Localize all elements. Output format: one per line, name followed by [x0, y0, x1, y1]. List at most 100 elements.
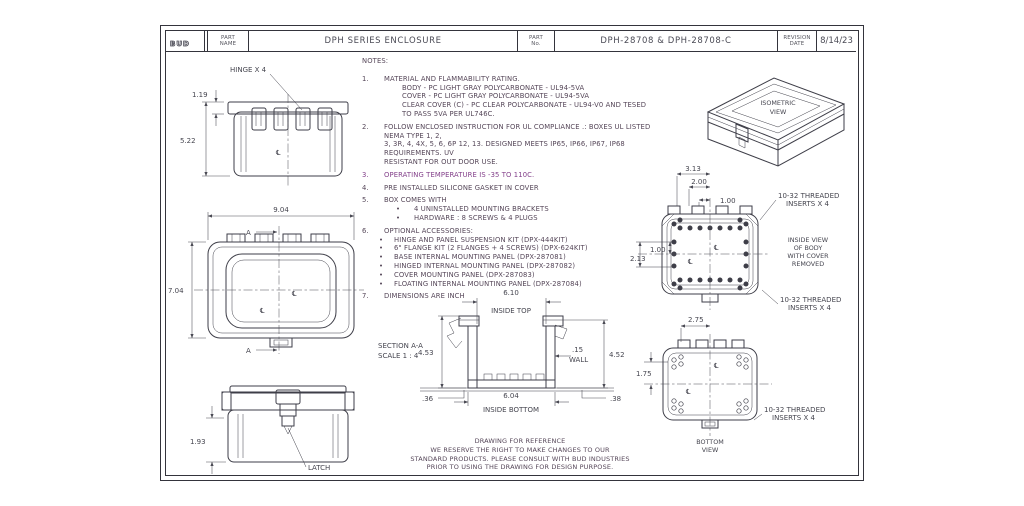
sheet-border-inner: [165, 30, 859, 476]
note-line: 4.PRE INSTALLED SILICONE GASKET IN COVER: [362, 183, 539, 192]
insert-callout-top-1: 10-32 THREADED: [778, 192, 839, 200]
insert-callout-top-2: INSERTS X 4: [786, 200, 829, 208]
dim-cover-height: 1.19: [192, 91, 208, 99]
hinge-tabs: [677, 339, 745, 349]
hinge-ear: [554, 324, 568, 340]
note-bullet: •HINGED INTERNAL MOUNTING PANEL (DPX-287…: [379, 261, 576, 270]
front-view: ℄ 5.22 1.19 HINGE X 4: [180, 66, 349, 186]
dim-a: 3.13: [685, 165, 701, 173]
bottom-view: ℄ ℄ 2.75 1.75 10-32 THREADED INSERTS X 4…: [636, 316, 825, 454]
note-bullet: •HARDWARE : 8 SCREWS & 4 PLUGS: [396, 213, 538, 222]
dim-e: 1.00: [650, 246, 666, 254]
title-divider: [205, 31, 208, 51]
note-bullet: •BASE INTERNAL MOUNTING PANEL (DPX-28708…: [379, 253, 566, 262]
note-line: 6.OPTIONAL ACCESSORIES:: [362, 226, 474, 235]
section-letter-top: A: [246, 229, 251, 237]
dim-base-left: .36: [422, 395, 434, 403]
hinge-tabs: [226, 233, 330, 243]
latch: [275, 389, 301, 435]
section-scale: SCALE 1 : 4: [378, 352, 419, 360]
centerline-symbol: ℄: [276, 149, 281, 157]
dim-d: 2.13: [630, 255, 646, 263]
bottom-caption-1: BOTTOM: [696, 438, 724, 446]
sheet-border-outer: [160, 25, 864, 481]
dim-inside-top: 6.10: [503, 289, 519, 297]
inside-caption-4: REMOVED: [792, 260, 824, 268]
note-line: BODY - PC LIGHT GRAY POLYCARBONATE - UL9…: [402, 83, 585, 92]
latch-hook: [446, 317, 463, 349]
side-view: 1.93 LATCH: [190, 385, 355, 474]
latch: [735, 123, 749, 149]
inside-caption-3: WITH COVER: [787, 252, 829, 260]
note-line: RESISTANT FOR OUT DOOR USE.: [384, 157, 498, 166]
dim-w: 2.75: [688, 316, 704, 324]
reference-note: DRAWING FOR REFERENCE WE RESERVE THE RIG…: [410, 437, 630, 472]
centerline-symbol: ℄: [686, 388, 691, 396]
section-letter-bottom: A: [246, 347, 251, 355]
dim-latch-height: 1.93: [190, 438, 206, 446]
note-line: CLEAR COVER (C) - PC CLEAR POLYCARBONATE…: [402, 101, 647, 110]
title-block: BUD PART NAME DPH SERIES ENCLOSURE PART …: [166, 31, 856, 52]
dim-base-right: .38: [610, 395, 621, 403]
dim-right-height: 4.52: [609, 351, 625, 359]
hinge-callout: HINGE X 4: [230, 66, 267, 74]
note-line: TO PASS 5VA PER UL746C.: [402, 109, 495, 118]
latch-tab: [269, 337, 293, 348]
dim-left-height: 4.53: [418, 349, 434, 357]
part-no-label: PART No.: [518, 31, 555, 51]
bottom-caption-2: VIEW: [702, 446, 719, 454]
dim-h: 1.75: [636, 370, 652, 378]
note-bullet: •COVER MOUNTING PANEL (DPX-287083): [379, 270, 535, 279]
section-title: SECTION A-A: [378, 342, 423, 350]
dim-width: 9.04: [273, 206, 289, 214]
revision-date-label: REVISION DATE: [778, 31, 817, 51]
note-bullet: •HINGE AND PANEL SUSPENSION KIT (DPX-444…: [379, 235, 568, 244]
centerline-symbol: ℄: [714, 244, 719, 252]
note-bullet: •4 UNINSTALLED MOUNTING BRACKETS: [396, 205, 549, 214]
top-view: 9.04 7.04 A A ℄ ℄: [168, 206, 364, 355]
note-line: 3, 3R, 4, 4X, 5, 6, 6P 12, 13. DESIGNED …: [384, 140, 625, 158]
part-no-value: DPH-28708 & DPH-28708-C: [555, 31, 778, 51]
centerline-symbol: ℄: [292, 290, 297, 298]
latch-callout: LATCH: [308, 464, 330, 472]
note-line: 5.BOX COMES WITH: [362, 196, 447, 205]
insert-callout-bottom-2: INSERTS X 4: [788, 304, 831, 312]
dim-wall: .15: [572, 346, 583, 354]
insert-callout-bottom-1: 10-32 THREADED: [780, 296, 841, 304]
note-line: 1.MATERIAL AND FLAMMABILITY RATING.: [362, 74, 520, 83]
centerline-symbol: ℄: [714, 362, 719, 370]
notes-heading: NOTES:: [362, 57, 389, 65]
bud-logo: BUD: [166, 31, 205, 51]
bud-logo-text: BUD: [170, 40, 190, 48]
dim-depth: 7.04: [168, 287, 184, 295]
note-bullet: •6" FLANGE KIT (2 FLANGES + 4 SCREWS) (D…: [379, 244, 588, 253]
threaded-boss-dots: [671, 217, 749, 291]
inside-view: ℄ ℄ 3.13 2.00 1.00 2.13 1.00 10-32 THREA…: [630, 165, 841, 312]
iso-label-1: ISOMETRIC: [760, 99, 796, 107]
bud-logo-icon: BUD: [170, 39, 190, 48]
note-line: 7.DIMENSIONS ARE INCH: [362, 292, 465, 301]
part-name-value: DPH SERIES ENCLOSURE: [249, 31, 518, 51]
hinge-tabs: [251, 107, 333, 131]
insert-callout-2: INSERTS X 4: [772, 414, 815, 422]
centerline-symbol: ℄: [688, 258, 693, 266]
note-line-highlighted: 3.OPERATING TEMPERATURE IS -35 TO 110C.: [362, 170, 535, 179]
label-inside-top: INSIDE TOP: [491, 307, 531, 315]
note-bullet: •FLOATING INTERNAL MOUNTING PANEL (DPX-2…: [379, 279, 582, 288]
corner-insert-holes: [671, 354, 749, 414]
inside-caption-2: OF BODY: [794, 244, 823, 252]
notes-block: NOTES: 1.MATERIAL AND FLAMMABILITY RATIN…: [362, 57, 658, 301]
iso-label-2: VIEW: [770, 108, 787, 116]
dim-b: 2.00: [691, 178, 707, 186]
centerline-symbol: ℄: [260, 307, 265, 315]
inside-caption-1: INSIDE VIEW: [788, 236, 829, 244]
label-wall: WALL: [569, 356, 588, 364]
dim-c: 1.00: [720, 197, 736, 205]
dim-total-height: 5.22: [180, 137, 196, 145]
section-view: SECTION A-A SCALE 1 : 4 6.10 INSIDE TOP …: [378, 289, 625, 414]
isometric-view: ISOMETRIC VIEW: [706, 77, 846, 167]
note-line: COVER - PC LIGHT GRAY POLYCARBONATE - UL…: [402, 92, 590, 101]
part-name-label: PART NAME: [208, 31, 249, 51]
dim-inside-bottom: 6.04: [503, 392, 519, 400]
